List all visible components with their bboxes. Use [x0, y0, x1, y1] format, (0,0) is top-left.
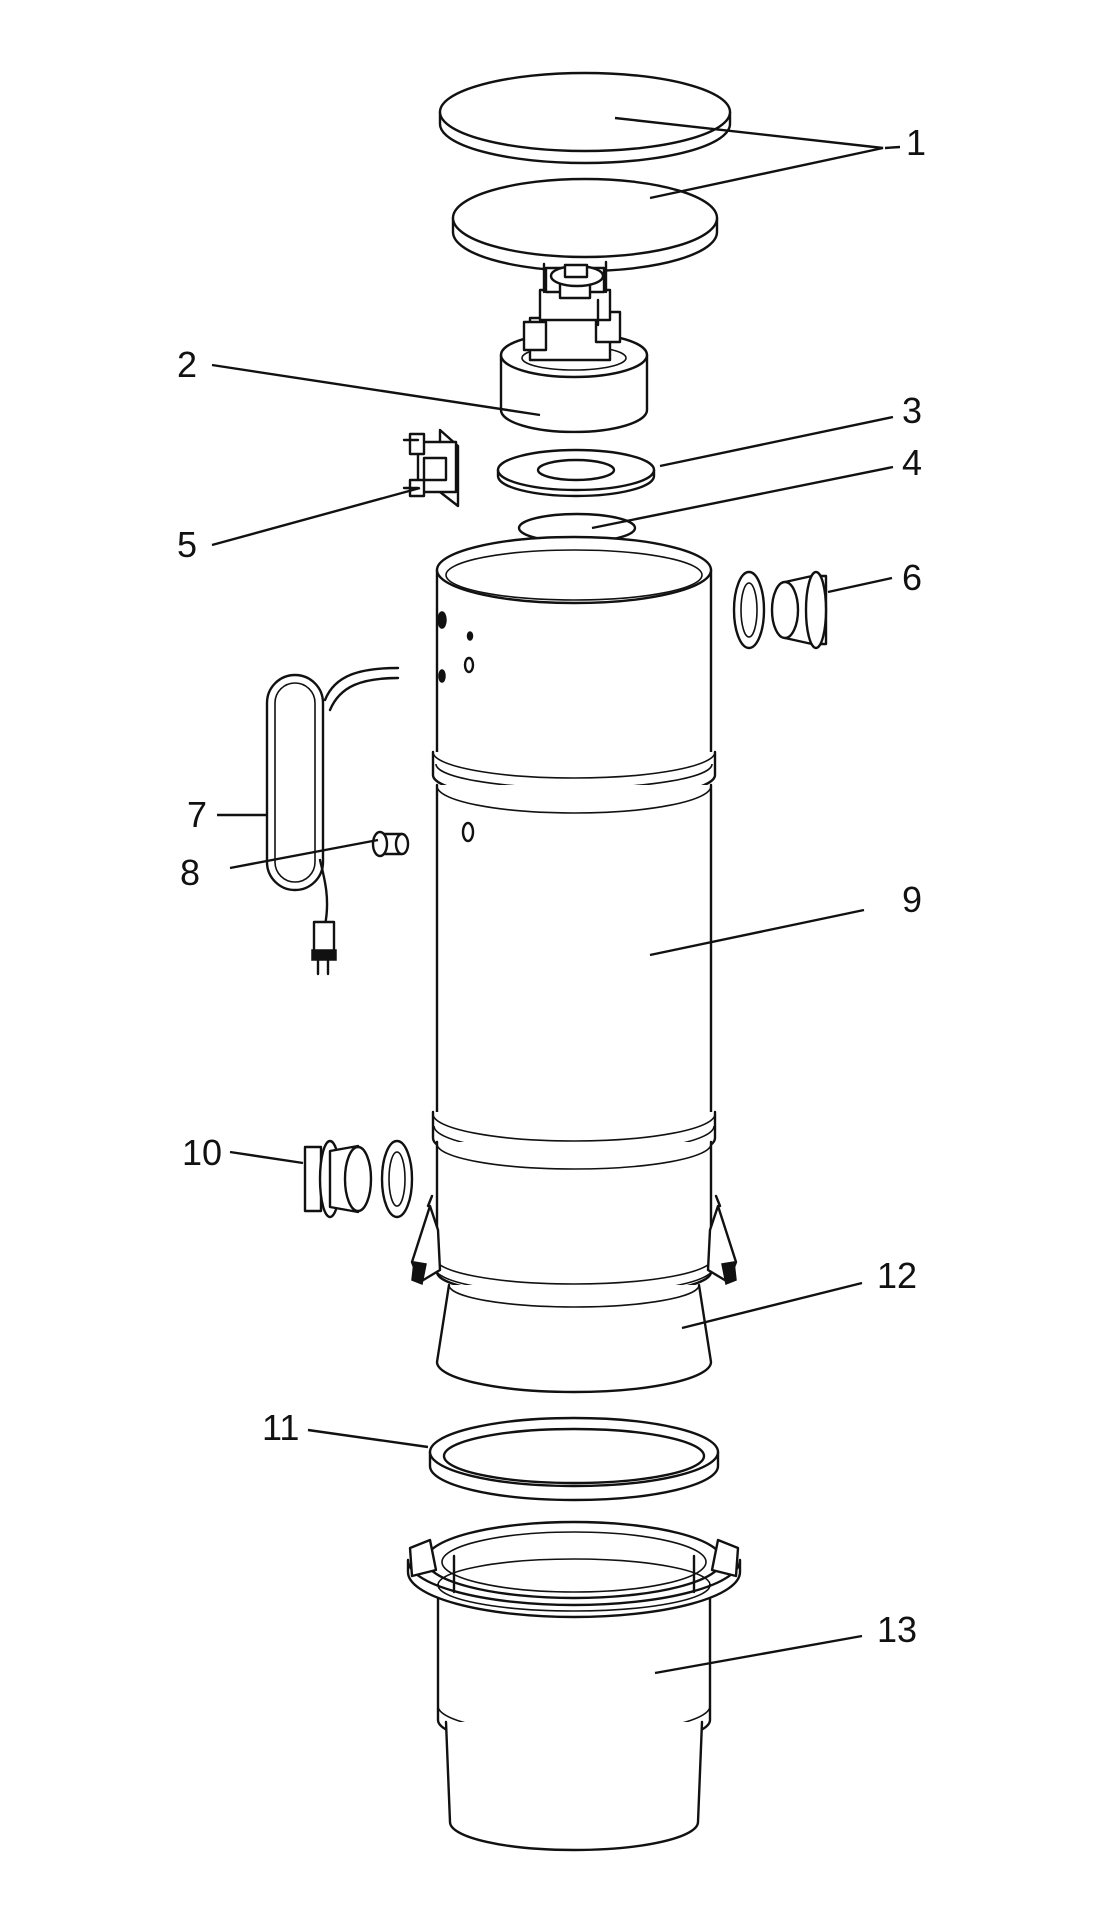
- callout-2: 2: [177, 344, 197, 385]
- callout-4: 4: [902, 442, 922, 483]
- part-8-grommet: [371, 830, 410, 858]
- callout-13: 13: [877, 1609, 917, 1650]
- callout-9: 9: [902, 879, 922, 920]
- callout-3: 3: [902, 390, 922, 431]
- callout-5: 5: [177, 524, 197, 565]
- callout-11: 11: [262, 1407, 299, 1448]
- part-2-motor: [499, 260, 649, 434]
- part-12-hopper: [435, 1283, 713, 1394]
- callout-12: 12: [877, 1255, 917, 1296]
- leader-lines: [211, 116, 901, 1675]
- part-11-seal-ring: [428, 1416, 720, 1502]
- callout-labels: 1 2 3 4 5 6 7 8 9 10 11 12 13: [177, 122, 926, 1650]
- part-10-inlet-fitting: [303, 1139, 414, 1219]
- part-9-canister-body: [410, 535, 738, 1299]
- part-1-filter-discs: [438, 71, 732, 273]
- callout-10: 10: [182, 1132, 222, 1173]
- callout-1: 1: [906, 122, 926, 163]
- callout-6: 6: [902, 557, 922, 598]
- part-5-terminal-block: [402, 428, 460, 508]
- callout-8: 8: [180, 852, 200, 893]
- part-13-dirt-bucket: [406, 1520, 742, 1852]
- part-3-gasket: [496, 448, 656, 498]
- part-7-power-cord: [265, 666, 400, 976]
- callout-7: 7: [187, 794, 207, 835]
- part-6-inlet-fitting: [732, 570, 828, 650]
